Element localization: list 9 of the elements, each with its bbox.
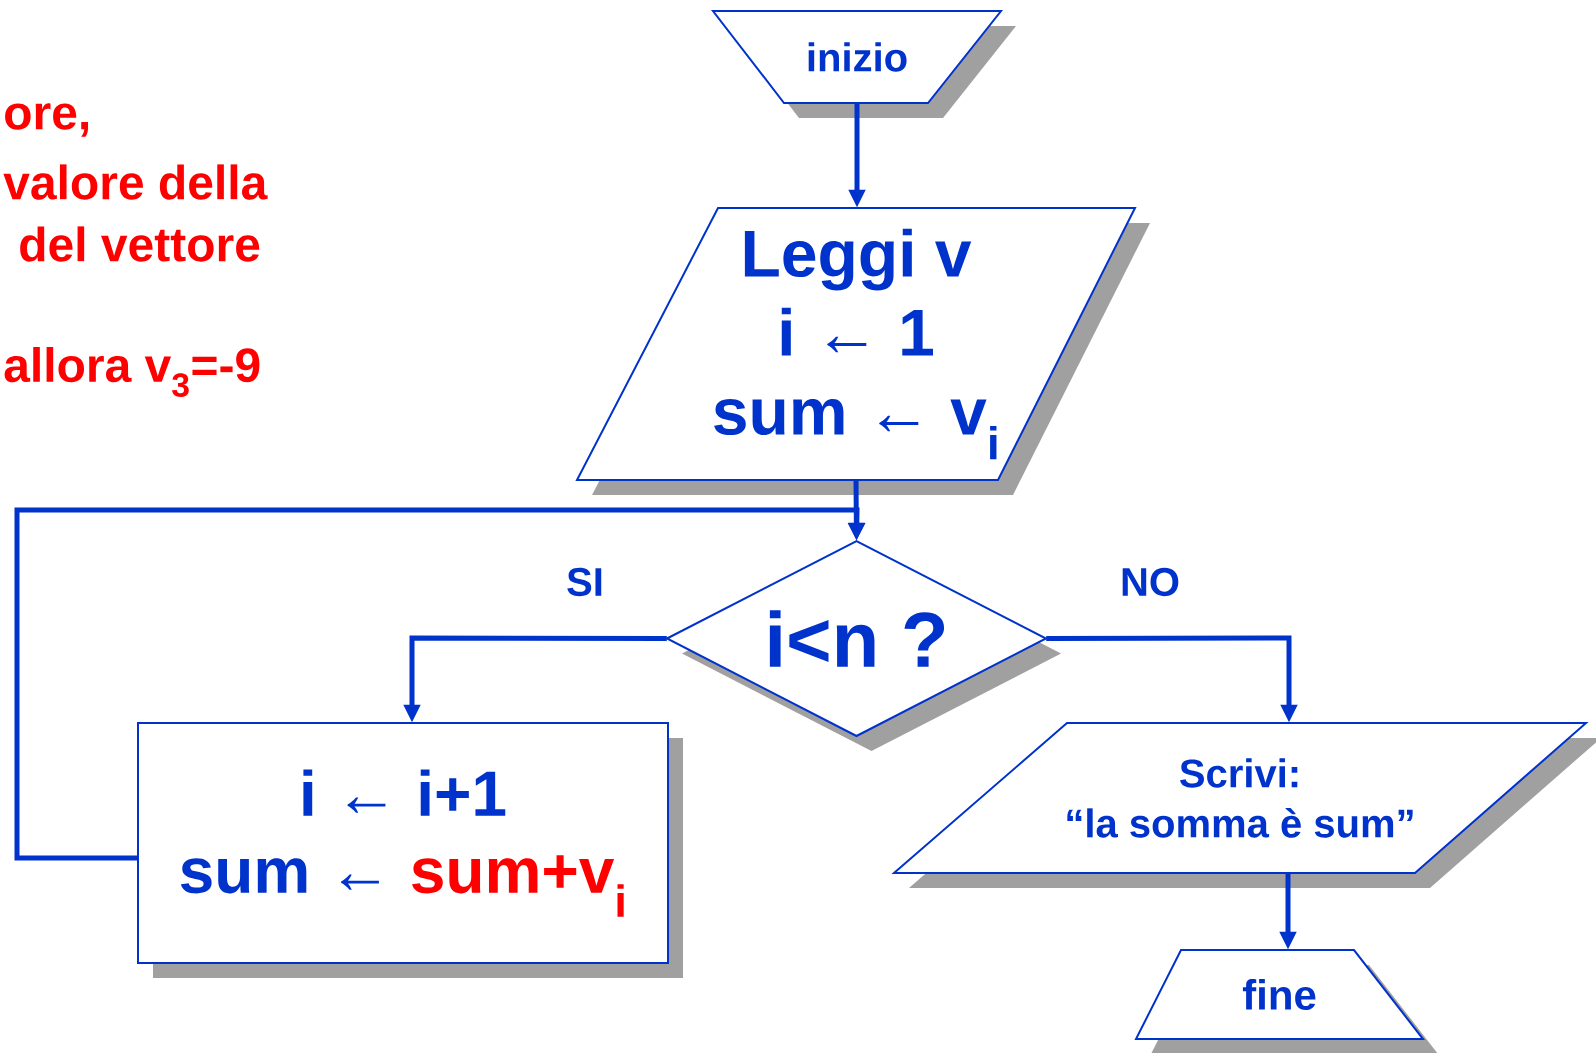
node-label: fine (1242, 979, 1316, 1010)
note-text: valore della (3, 164, 268, 200)
process-box: i ← i+1 sum ← sum+v$_{i}$ (137, 722, 683, 978)
arrow (14, 507, 866, 861)
note-text: allora v$_{3}$=-9 (4, 347, 260, 398)
edge-label: SI (564, 565, 606, 599)
note-text: ore, (5, 103, 88, 137)
edge-label: NO (1118, 565, 1182, 599)
note-text: del vettore (20, 226, 260, 262)
